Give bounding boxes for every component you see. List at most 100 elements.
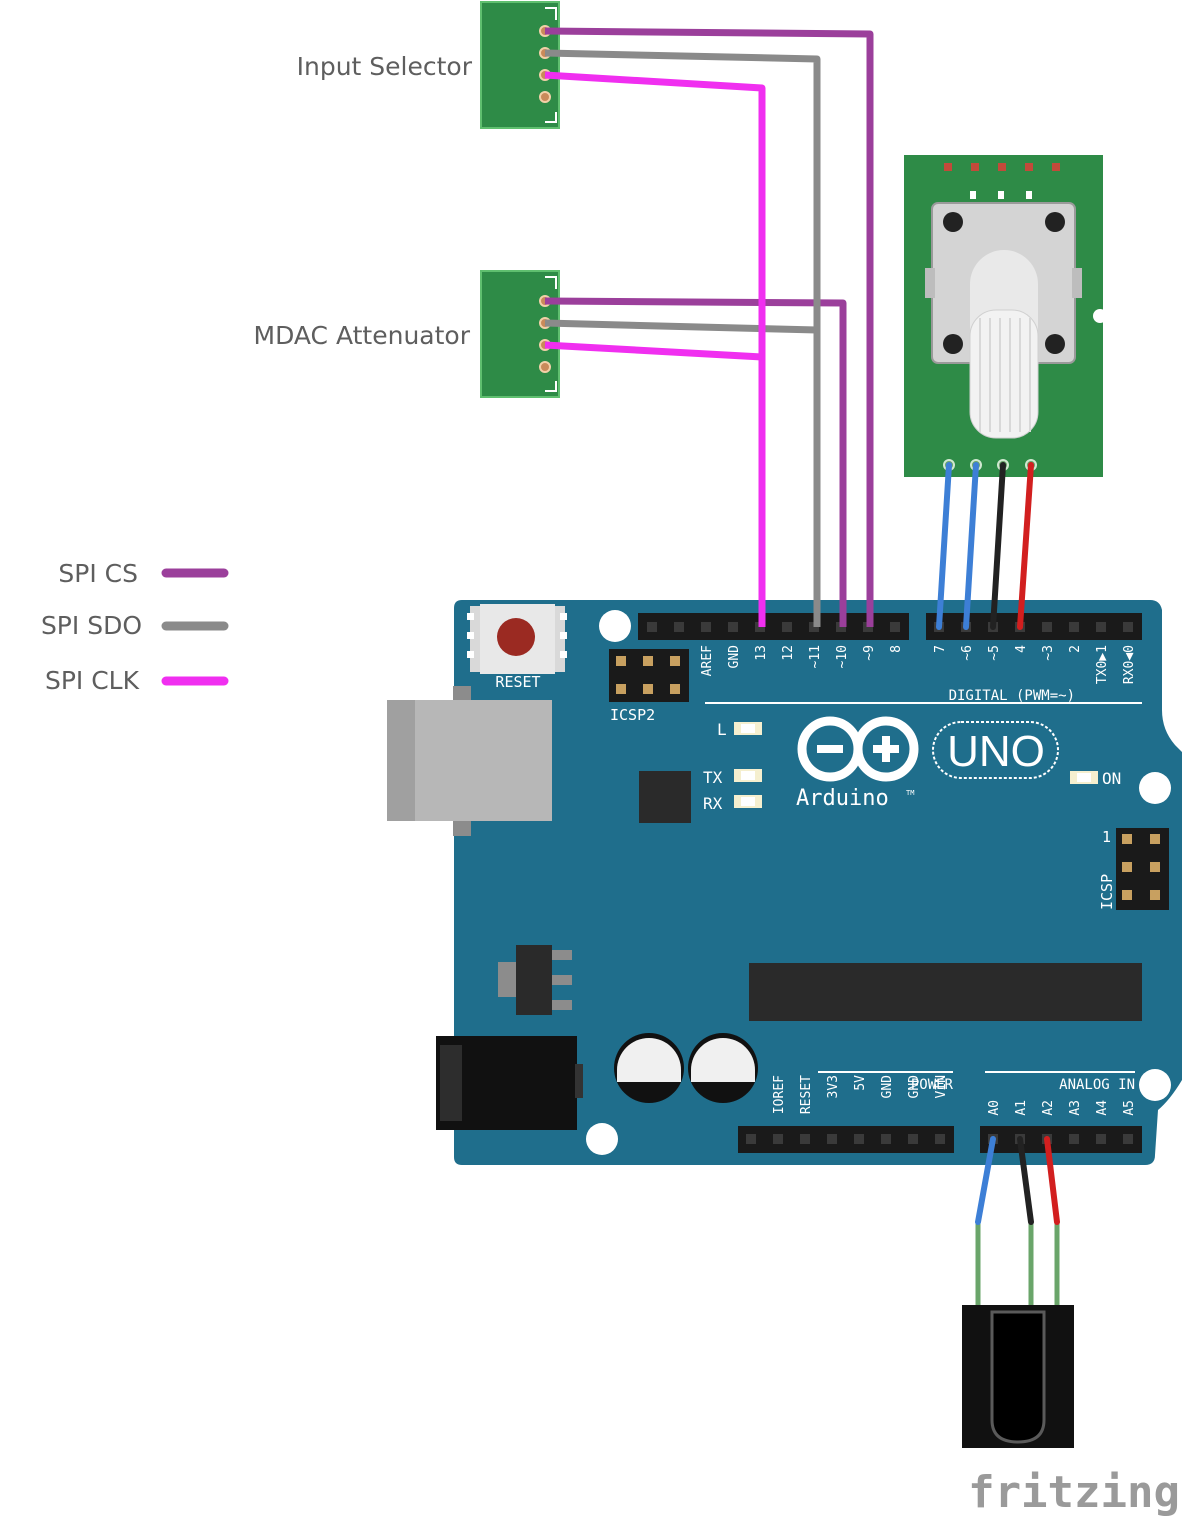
- arduino-logo: [797, 716, 1059, 782]
- ir-receiver: [962, 1222, 1074, 1448]
- pin-label: 2: [1068, 645, 1083, 653]
- legend-label-spi-cs: SPI CS: [58, 559, 138, 588]
- spi-cs-wire: [544, 297, 847, 627]
- wires: [544, 27, 1060, 1225]
- atmega-chip: [749, 963, 1142, 1021]
- legend: SPI CS SPI SDO SPI CLK: [41, 559, 229, 695]
- led-tx-label: TX: [703, 768, 723, 787]
- pin-label: ~6: [960, 645, 975, 661]
- header-pin: [746, 1134, 756, 1144]
- header-pin: [701, 622, 711, 632]
- pin-label: GND: [907, 1075, 922, 1099]
- pin-label: GND: [880, 1075, 895, 1099]
- pin-label: ~10: [835, 645, 850, 668]
- icsp2-label: ICSP2: [610, 706, 655, 724]
- header-pin: [854, 1134, 864, 1144]
- pin-label: VIN: [934, 1075, 949, 1098]
- header-pin: [1069, 1134, 1079, 1144]
- icsp-label: ICSP: [1098, 874, 1116, 910]
- spi-sdo-wire: [544, 319, 818, 334]
- pin-label: ~5: [987, 645, 1002, 661]
- spi-cs-wire: [544, 27, 874, 627]
- pin-label: 8: [889, 645, 904, 653]
- ir-wire-blue: [975, 1136, 996, 1225]
- header-pin: [935, 1134, 945, 1144]
- encoder-wire-blue: [936, 462, 952, 630]
- spi-clk-wire: [544, 341, 763, 361]
- input-selector-module: [480, 1, 560, 129]
- encoder-wire-blue: [963, 462, 979, 630]
- arduino-uno-board: RESET ICSP2 L TX RX ON: [387, 600, 1182, 1165]
- pin-label: RX0◀0: [1122, 645, 1137, 684]
- led-l: [734, 722, 762, 735]
- encoder-wire-red: [1017, 462, 1034, 630]
- led-on-label: ON: [1102, 769, 1121, 788]
- pin-label: 13: [754, 645, 769, 661]
- voltage-regulator: [498, 945, 572, 1015]
- header-pin: [800, 1134, 810, 1144]
- capacitor: [614, 1033, 684, 1103]
- led-l-label: L: [717, 720, 727, 739]
- header-pin: [881, 1134, 891, 1144]
- led-rx: [734, 795, 762, 808]
- mdac-attenuator-module: [480, 270, 560, 398]
- reset-button[interactable]: [467, 604, 567, 674]
- pin-label: 4: [1014, 645, 1029, 653]
- pin-label: 7: [933, 645, 948, 653]
- usb-port: [387, 686, 552, 836]
- icsp-pin1-label: 1: [1102, 828, 1111, 846]
- header-pin: [908, 1134, 918, 1144]
- header-pin: [1042, 622, 1052, 632]
- digital-header-right: [926, 613, 1142, 640]
- logo-arduino: Arduino: [796, 786, 889, 811]
- power-header: [738, 1126, 954, 1153]
- icsp-header: [1116, 828, 1169, 910]
- reset-label: RESET: [495, 673, 540, 691]
- pin-label: IOREF: [772, 1075, 787, 1114]
- usb-chip: [639, 771, 691, 823]
- legend-label-spi-clk: SPI CLK: [45, 666, 140, 695]
- header-pin: [728, 622, 738, 632]
- header-pin: [1123, 622, 1133, 632]
- pin-label: A5: [1122, 1100, 1137, 1116]
- led-on: [1070, 771, 1098, 784]
- pin-label: A1: [1014, 1100, 1029, 1116]
- pin-label: A3: [1068, 1100, 1083, 1116]
- logo-tm: TM: [906, 789, 914, 797]
- power-jack: [436, 1036, 583, 1130]
- pin-label: TX0▶1: [1095, 645, 1110, 684]
- header-pin: [1123, 1134, 1133, 1144]
- mdac-attenuator-label: MDAC Attenuator: [254, 321, 471, 350]
- pin-label: GND: [727, 645, 742, 669]
- header-pin: [1096, 622, 1106, 632]
- capacitor: [688, 1033, 758, 1103]
- logo-uno: UNO: [947, 727, 1045, 776]
- pin-label: A4: [1095, 1100, 1110, 1116]
- pin-label: A0: [987, 1100, 1002, 1116]
- fritzing-watermark: fritzing: [968, 1467, 1180, 1518]
- pin-label: ~9: [862, 645, 877, 661]
- header-pin: [674, 622, 684, 632]
- analog-header: [980, 1126, 1142, 1153]
- ir-wire-red: [1044, 1136, 1060, 1225]
- rotary-encoder-module: [904, 155, 1107, 477]
- header-pin: [1069, 622, 1079, 632]
- led-tx: [734, 769, 762, 782]
- ir-wire-black: [1017, 1136, 1034, 1225]
- analog-label: ANALOG IN: [1059, 1077, 1135, 1093]
- led-rx-label: RX: [703, 794, 723, 813]
- pin-label: A2: [1041, 1100, 1056, 1116]
- header-pin: [647, 622, 657, 632]
- header-pin: [1096, 1134, 1106, 1144]
- pin-label: 5V: [853, 1075, 868, 1091]
- pin-label: 3V3: [826, 1075, 841, 1098]
- pin-label: AREF: [700, 645, 715, 676]
- pin-label: ~11: [808, 645, 823, 668]
- spi-sdo-wire: [544, 49, 821, 627]
- pin-label: RESET: [799, 1075, 814, 1114]
- header-pin: [827, 1134, 837, 1144]
- header-pin: [782, 622, 792, 632]
- power-label: POWER: [911, 1077, 954, 1093]
- pin-label: ~3: [1041, 645, 1056, 661]
